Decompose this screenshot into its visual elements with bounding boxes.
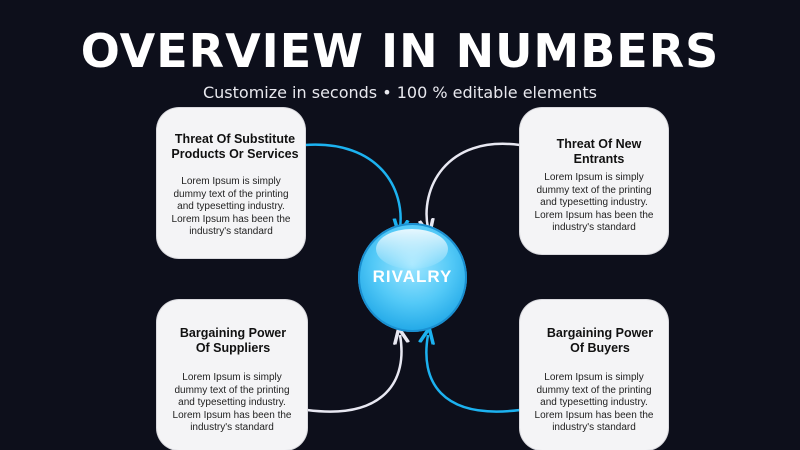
card-heading: Bargaining Power Of Buyers [546, 326, 654, 355]
card-threat-of-new-entrants: Threat Of New Entrants Lorem Ipsum is si… [520, 108, 668, 254]
card-threat-of-substitutes: Threat Of Substitute Products Or Service… [157, 108, 305, 258]
card-body: Lorem Ipsum is simply dummy text of the … [171, 176, 291, 237]
connector-top-right [427, 142, 521, 228]
card-body: Lorem Ipsum is simply dummy text of the … [534, 172, 654, 233]
rivalry-label: RIVALRY [372, 267, 453, 286]
slide-title: OVERVIEW IN NUMBERS [80, 24, 720, 78]
rivalry-circle: RIVALRY [358, 223, 467, 332]
circle-gloss [376, 229, 448, 269]
card-heading: Bargaining Power Of Suppliers [179, 326, 287, 355]
card-body: Lorem Ipsum is simply dummy text of the … [534, 372, 654, 433]
slide-subtitle: Customize in seconds • 100 % editable el… [202, 83, 598, 102]
card-heading: Threat Of New Entrants [556, 137, 642, 166]
card-heading: Threat Of Substitute Products Or Service… [171, 132, 299, 161]
card-body: Lorem Ipsum is simply dummy text of the … [172, 372, 292, 433]
connector-bottom-right [426, 335, 521, 413]
card-bargaining-power-buyers: Bargaining Power Of Buyers Lorem Ipsum i… [520, 300, 668, 450]
connector-bottom-left [306, 335, 402, 413]
connector-top-left [304, 143, 401, 228]
card-bargaining-power-suppliers: Bargaining Power Of Suppliers Lorem Ipsu… [157, 300, 307, 450]
